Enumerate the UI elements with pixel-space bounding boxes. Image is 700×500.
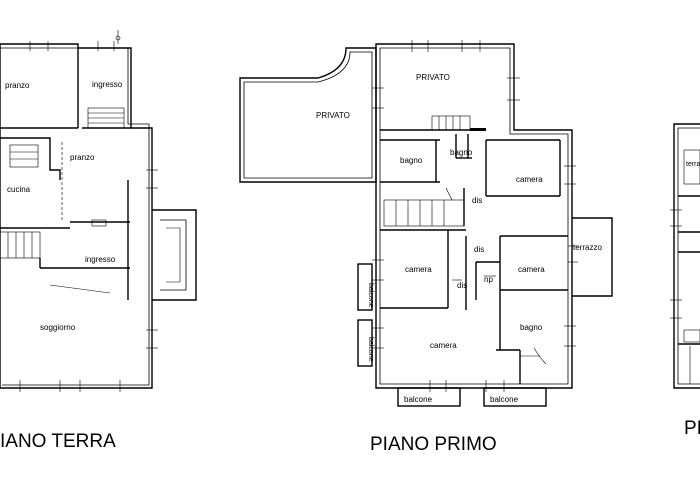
room-label: bagno [450,148,473,157]
room-label: PRIVATO [416,73,450,82]
floor-plan-second: terrazo PI [670,123,700,439]
room-label: PRIVATO [316,111,350,120]
floor-title: IANO TERRA [0,431,116,452]
room-label: cucina [7,185,31,194]
room-label: dis [474,245,484,254]
floor-title: PIANO PRIMO [370,434,497,455]
floor-plan-first: PRIVATO PRIVATO bagno bagno camera dis d… [239,40,613,455]
room-label: camera [516,175,543,184]
balcony-label: balcone [490,395,519,404]
room-label: pranzo [70,153,95,162]
room-label: np [484,275,493,284]
room-label: soggiorno [40,323,76,332]
balcony-label: balcone [404,395,433,404]
room-label: bagno [400,156,423,165]
room-label: ingresso [85,255,116,264]
room-label: terrazzo [573,243,602,252]
room-label: camera [518,265,545,274]
room-label: terrazo [686,161,700,168]
balcony-label: balcone [367,337,374,362]
floor-title: PI [684,418,700,439]
floor-plan-ground: pranzo ingresso pranzo cucina ingresso s… [0,30,197,452]
room-label: dis [457,281,467,290]
balcony-label: balcone [367,283,374,308]
room-label: camera [430,341,457,350]
room-label: ingresso [92,80,123,89]
room-label: bagno [520,323,543,332]
room-label: dis [472,196,482,205]
room-label: camera [405,265,432,274]
room-label: pranzo [5,81,30,90]
